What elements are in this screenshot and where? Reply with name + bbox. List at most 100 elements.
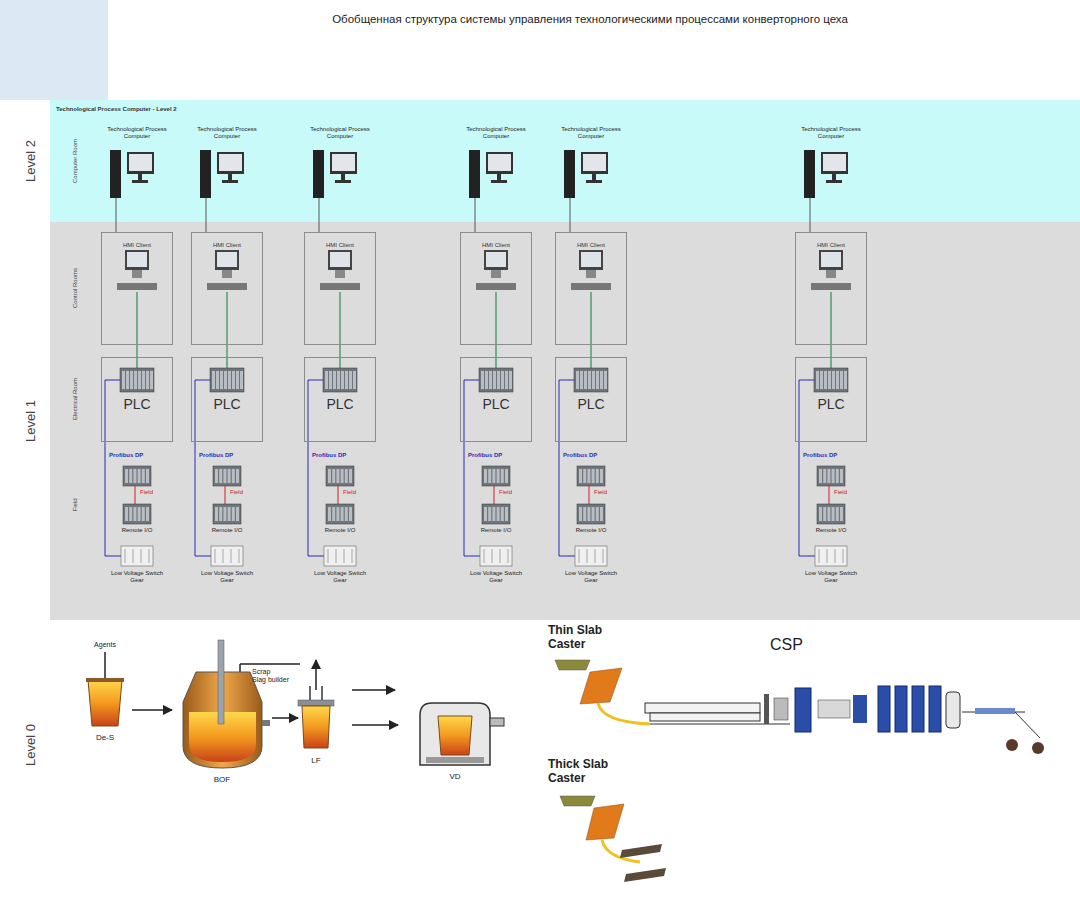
csp-rolling-line	[795, 688, 811, 732]
io-label: Remote I/O	[561, 527, 621, 534]
plc-rack	[574, 368, 608, 392]
hmi-keyboard	[207, 283, 247, 290]
io-module	[488, 469, 491, 483]
computer-monitor	[330, 152, 357, 174]
thick-slab-caster	[560, 796, 666, 882]
plc-module	[240, 371, 243, 389]
vacuum-degasser	[490, 718, 504, 726]
csp-rolling-line	[1015, 712, 1040, 738]
switchgear-label: Low Voltage Switch Gear	[467, 570, 525, 584]
computer-tower	[469, 150, 480, 198]
io-module	[587, 469, 590, 483]
io-module	[223, 507, 226, 521]
io-rack	[577, 466, 605, 486]
network-wire	[116, 198, 117, 232]
thin-slab-caster	[555, 660, 650, 724]
switchgear-cell	[484, 549, 485, 563]
io-module	[125, 469, 128, 483]
switchgear	[480, 546, 512, 566]
io-module	[341, 507, 344, 521]
io-module	[836, 469, 839, 483]
plc-module	[224, 371, 227, 389]
hmi-label: HMI Client	[123, 242, 151, 248]
column-equipment	[105, 150, 851, 566]
io-module	[142, 507, 145, 521]
hmi-keyboard	[811, 283, 851, 290]
plc-rack	[814, 368, 848, 392]
field-wire	[494, 486, 495, 504]
plc-module	[150, 371, 153, 389]
hmi-pc	[826, 270, 836, 278]
io-module	[592, 469, 595, 483]
field-wire	[589, 486, 590, 504]
control-room-box: HMI Client	[304, 232, 376, 345]
io-module	[345, 469, 348, 483]
bus-label: Profibus DP	[199, 452, 259, 459]
bus-label: Profibus DP	[563, 452, 623, 459]
switchgear-cell	[819, 549, 820, 563]
room-label: Field	[72, 498, 78, 511]
column-equipment	[464, 150, 516, 566]
io-module	[232, 507, 235, 521]
hmi-pc	[586, 270, 596, 278]
csp-rolling-line	[1006, 739, 1018, 751]
ladle-furnace	[298, 700, 334, 706]
io-module	[600, 469, 603, 483]
switchgear-label: Low Voltage Switch Gear	[198, 570, 256, 584]
plc-module	[588, 371, 591, 389]
green-wire	[495, 292, 496, 344]
plc-module	[836, 371, 839, 389]
bof-converter	[272, 717, 298, 719]
io-module	[587, 507, 590, 521]
field-label: Field	[834, 489, 864, 496]
vacuum-degasser	[420, 703, 490, 765]
monitor-base	[826, 180, 842, 183]
io-rack	[577, 504, 605, 524]
csp-rolling-line	[650, 713, 760, 721]
plc-box: PLC	[795, 357, 867, 442]
monitor-base	[132, 180, 148, 183]
computer-label: Technological Process Computer	[193, 126, 261, 140]
io-module	[146, 507, 149, 521]
background	[0, 0, 108, 100]
csp-rolling-line	[853, 695, 867, 723]
io-module	[133, 507, 136, 521]
io-module	[219, 469, 222, 483]
switchgear-cell	[223, 549, 224, 563]
io-module	[583, 469, 586, 483]
monitor-stand	[228, 174, 232, 180]
level-band: Level 2Technological Process Computer - …	[50, 100, 1080, 222]
csp-rolling-line	[929, 686, 941, 732]
connector-line	[495, 345, 496, 357]
io-label: Remote I/O	[466, 527, 526, 534]
plc-module	[489, 371, 492, 389]
field-label: Field	[594, 489, 624, 496]
hmi-keyboard	[571, 283, 611, 290]
plc-module	[232, 371, 235, 389]
io-module	[232, 469, 235, 483]
io-module	[501, 507, 504, 521]
io-label: Remote I/O	[107, 527, 167, 534]
network-wire	[475, 198, 476, 232]
io-module	[819, 469, 822, 483]
plc-module	[212, 371, 215, 389]
switchgear-cell	[239, 549, 240, 563]
io-module	[505, 469, 508, 483]
plc-label: PLC	[817, 396, 844, 412]
plc-module	[126, 371, 129, 389]
hmi-monitor	[819, 250, 843, 270]
plc-box: PLC	[304, 357, 376, 442]
green-wire	[830, 358, 831, 368]
io-module	[129, 469, 132, 483]
plc-module	[146, 371, 149, 389]
io-module	[228, 507, 231, 521]
csp-rolling-line	[764, 694, 769, 724]
monitor-stand	[341, 174, 345, 180]
plc-module	[604, 371, 607, 389]
plc-module	[122, 371, 125, 389]
hmi-label: HMI Client	[482, 242, 510, 248]
field-wire	[225, 486, 226, 504]
io-module	[832, 507, 835, 521]
plc-module	[832, 371, 835, 389]
